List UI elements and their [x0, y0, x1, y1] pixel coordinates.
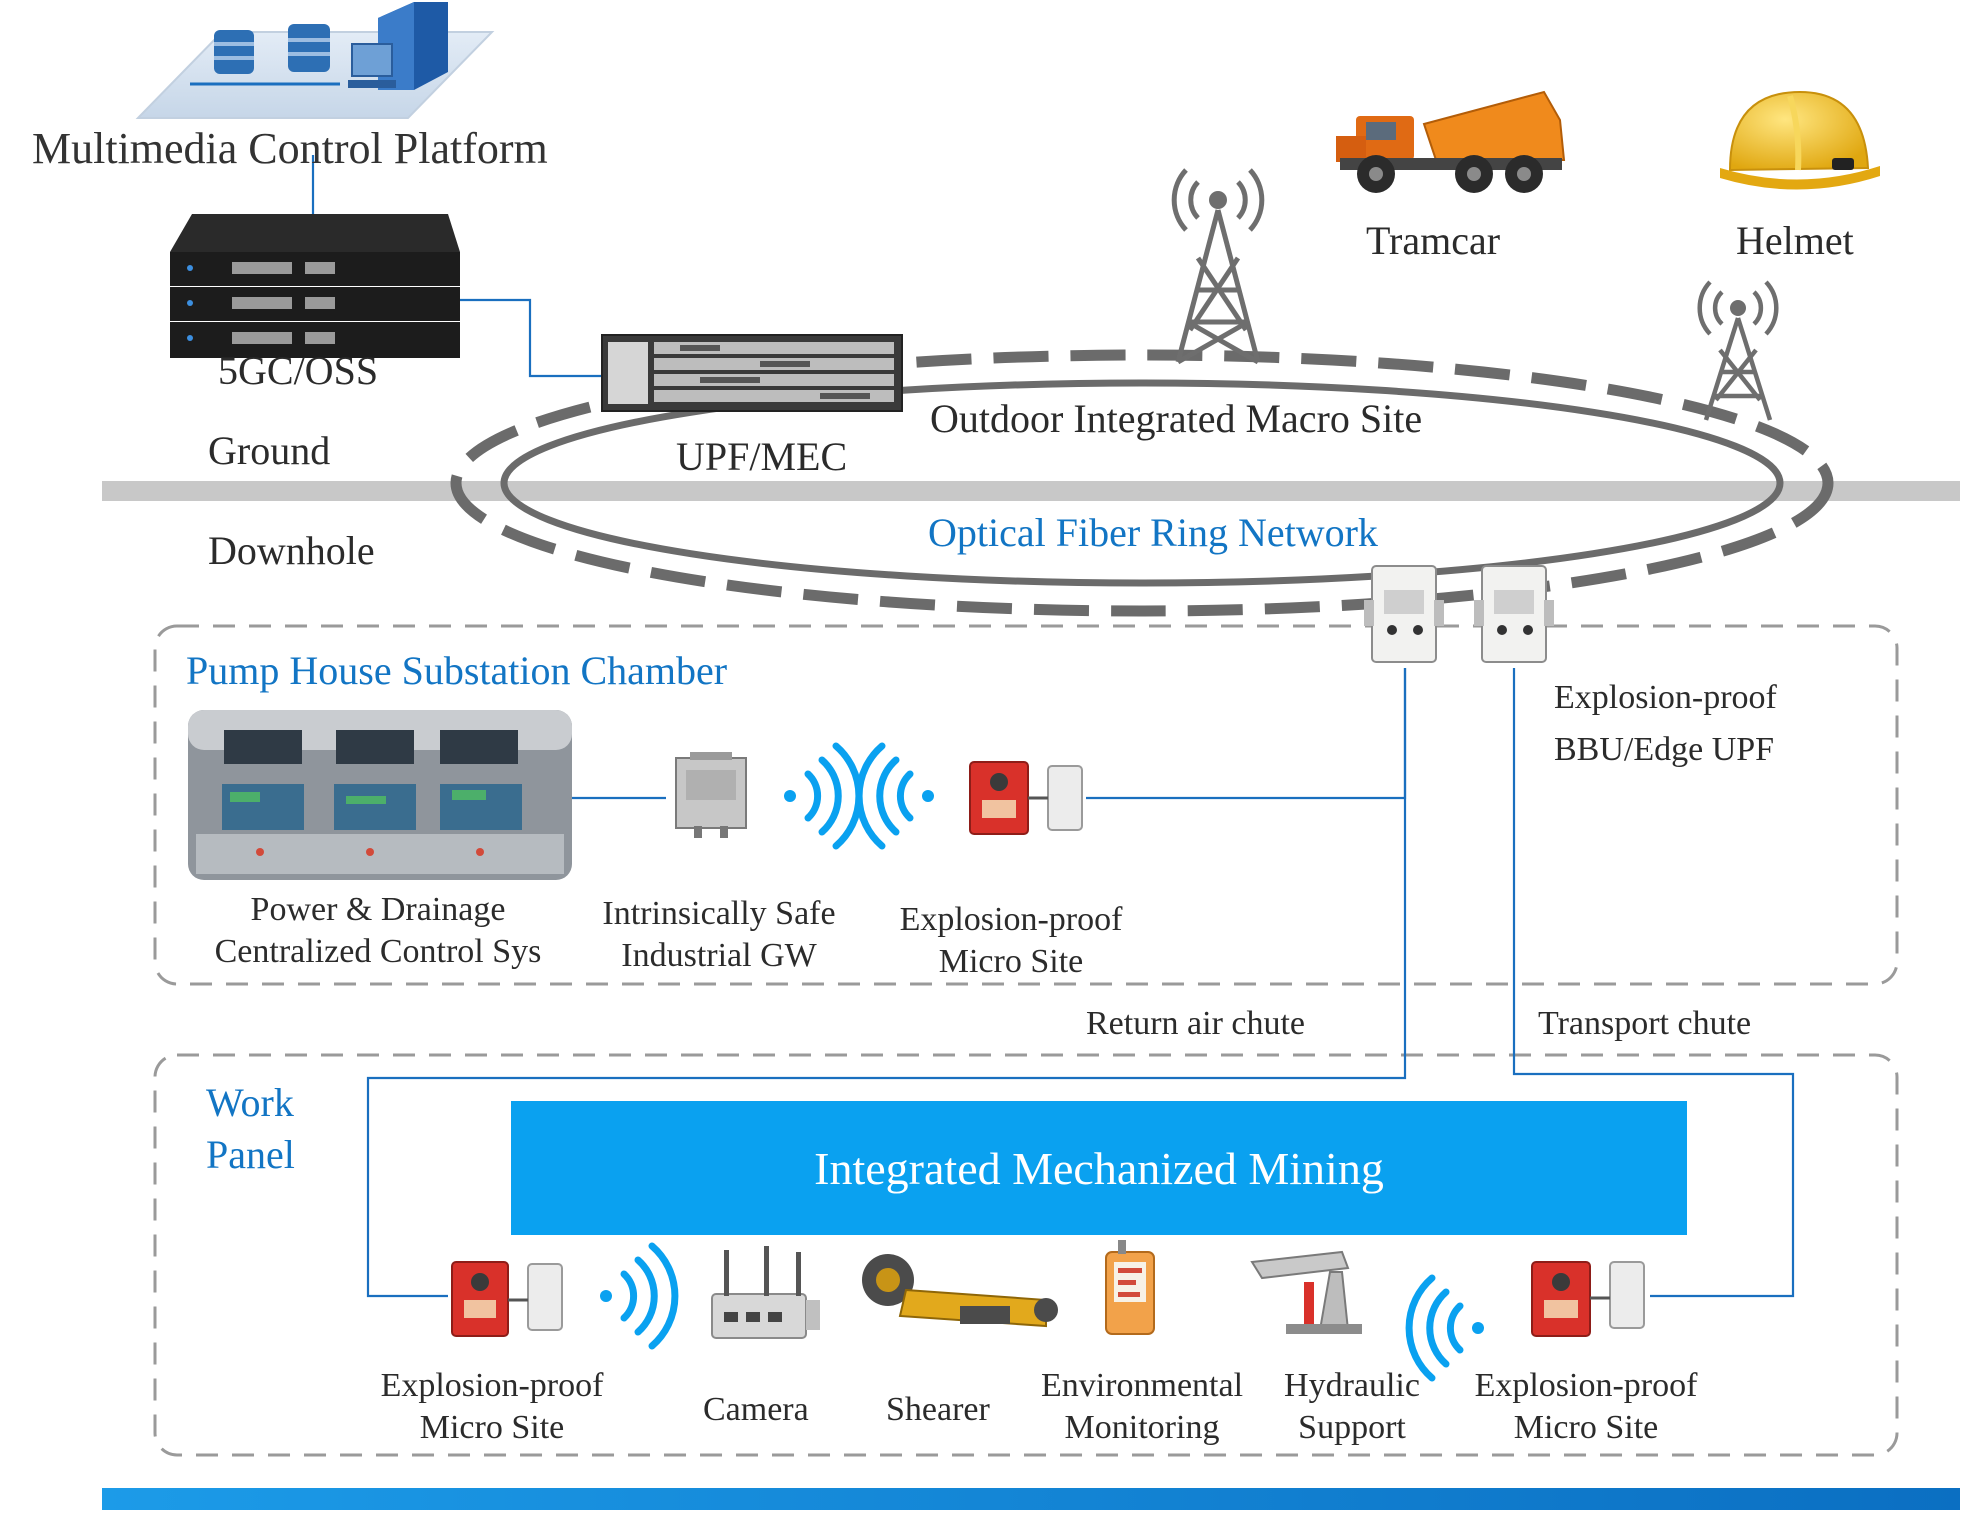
- control-system-line2: Centralized Control Sys: [214, 932, 542, 970]
- optical-fiber-ring: [450, 349, 1834, 617]
- env-monitoring-line1: Environmental: [1040, 1367, 1244, 1404]
- bbu-cabinet-icon: [1364, 565, 1444, 663]
- network-links: [311, 155, 1795, 1298]
- gateway-line1: Intrinsically Safe: [602, 895, 836, 932]
- bottom-accent-bar: [102, 1488, 1960, 1510]
- camera-label: Camera: [703, 1391, 809, 1428]
- wifi-signal-icon: [600, 1242, 679, 1350]
- hydraulic-support-line1: Hydraulic: [1284, 1367, 1420, 1404]
- explosion-proof-micro-site-icon: [969, 761, 1083, 835]
- pump-micro-site-line1: Explosion-proof: [899, 901, 1123, 938]
- env-monitoring-line2: Monitoring: [1064, 1408, 1220, 1446]
- antenna-tower-icon: [1697, 280, 1779, 421]
- control-system-label: Power & Drainage Centralized Control Sys: [178, 892, 578, 969]
- upf-mec-label: UPF/MEC: [676, 434, 848, 479]
- work-panel-title: Work Panel: [206, 1082, 295, 1176]
- explosion-proof-micro-site-icon: [1531, 1261, 1645, 1337]
- wifi-signal-icon: [1405, 1274, 1484, 1382]
- left-micro-site-label: Explosion-proof Micro Site: [360, 1368, 624, 1445]
- safety-helmet-icon: [1720, 90, 1880, 190]
- transport-chute-label: Transport chute: [1538, 1005, 1752, 1042]
- work-panel-title-line1: Work: [206, 1080, 294, 1125]
- explosion-proof-micro-site-icon: [451, 1261, 563, 1337]
- work-panel-title-line2: Panel: [206, 1132, 295, 1177]
- hydraulic-support-label: Hydraulic Support: [1262, 1368, 1442, 1445]
- hydraulic-support-icon: [1250, 1250, 1362, 1334]
- multimedia-platform-label: Multimedia Control Platform: [32, 124, 548, 173]
- camera-icon: [711, 1246, 820, 1339]
- control-system-line1: Power & Drainage: [250, 891, 506, 928]
- pump-house-title: Pump House Substation Chamber: [186, 648, 728, 693]
- bbu-cabinet-icon: [1474, 565, 1554, 663]
- right-micro-site-label: Explosion-proof Micro Site: [1454, 1368, 1718, 1445]
- shearer-icon: [862, 1254, 1058, 1328]
- right-micro-site-line2: Micro Site: [1513, 1408, 1659, 1446]
- core-label: 5GC/OSS: [218, 348, 379, 393]
- integrated-mining-banner: Integrated Mechanized Mining: [511, 1101, 1687, 1235]
- upf-chassis-icon: [601, 334, 903, 412]
- left-micro-site-line2: Micro Site: [419, 1408, 565, 1446]
- env-monitoring-label: Environmental Monitoring: [1022, 1368, 1262, 1445]
- tramcar-label: Tramcar: [1366, 218, 1501, 263]
- dump-truck-icon: [1336, 90, 1566, 193]
- gateway-box-icon: [675, 752, 747, 838]
- gateway-label: Intrinsically Safe Industrial GW: [578, 896, 860, 973]
- bbu-line1: Explosion-proof: [1554, 679, 1777, 716]
- wifi-signal-icon: [784, 742, 863, 850]
- ground-surface-line: [102, 481, 1960, 501]
- environment-monitor-icon: [1105, 1240, 1155, 1335]
- antenna-tower-icon: [1171, 168, 1265, 365]
- gateway-line2: Industrial GW: [621, 936, 817, 974]
- ground-label: Ground: [208, 428, 331, 473]
- pump-micro-site-label: Explosion-proof Micro Site: [870, 902, 1152, 979]
- wifi-signal-icon: [855, 742, 934, 850]
- control-room-icon: [188, 710, 572, 880]
- bbu-line2: BBU/Edge UPF: [1554, 730, 1775, 768]
- bbu-label: Explosion-proof BBU/Edge UPF: [1554, 680, 1777, 767]
- hydraulic-support-line2: Support: [1298, 1408, 1406, 1446]
- shearer-label: Shearer: [886, 1391, 990, 1428]
- rack-server-icon: [170, 214, 460, 358]
- helmet-label: Helmet: [1736, 218, 1854, 263]
- database-server-icon: [135, 2, 495, 119]
- left-micro-site-line1: Explosion-proof: [380, 1367, 604, 1404]
- right-micro-site-line1: Explosion-proof: [1474, 1367, 1698, 1404]
- ring-network-label: Optical Fiber Ring Network: [928, 510, 1378, 555]
- return-air-chute-label: Return air chute: [1086, 1005, 1306, 1042]
- pump-micro-site-line2: Micro Site: [938, 942, 1084, 980]
- work-panel-area: [153, 1053, 1899, 1457]
- downhole-label: Downhole: [208, 528, 375, 573]
- pump-house-panel: [153, 624, 1899, 986]
- outdoor-site-label: Outdoor Integrated Macro Site: [930, 396, 1423, 441]
